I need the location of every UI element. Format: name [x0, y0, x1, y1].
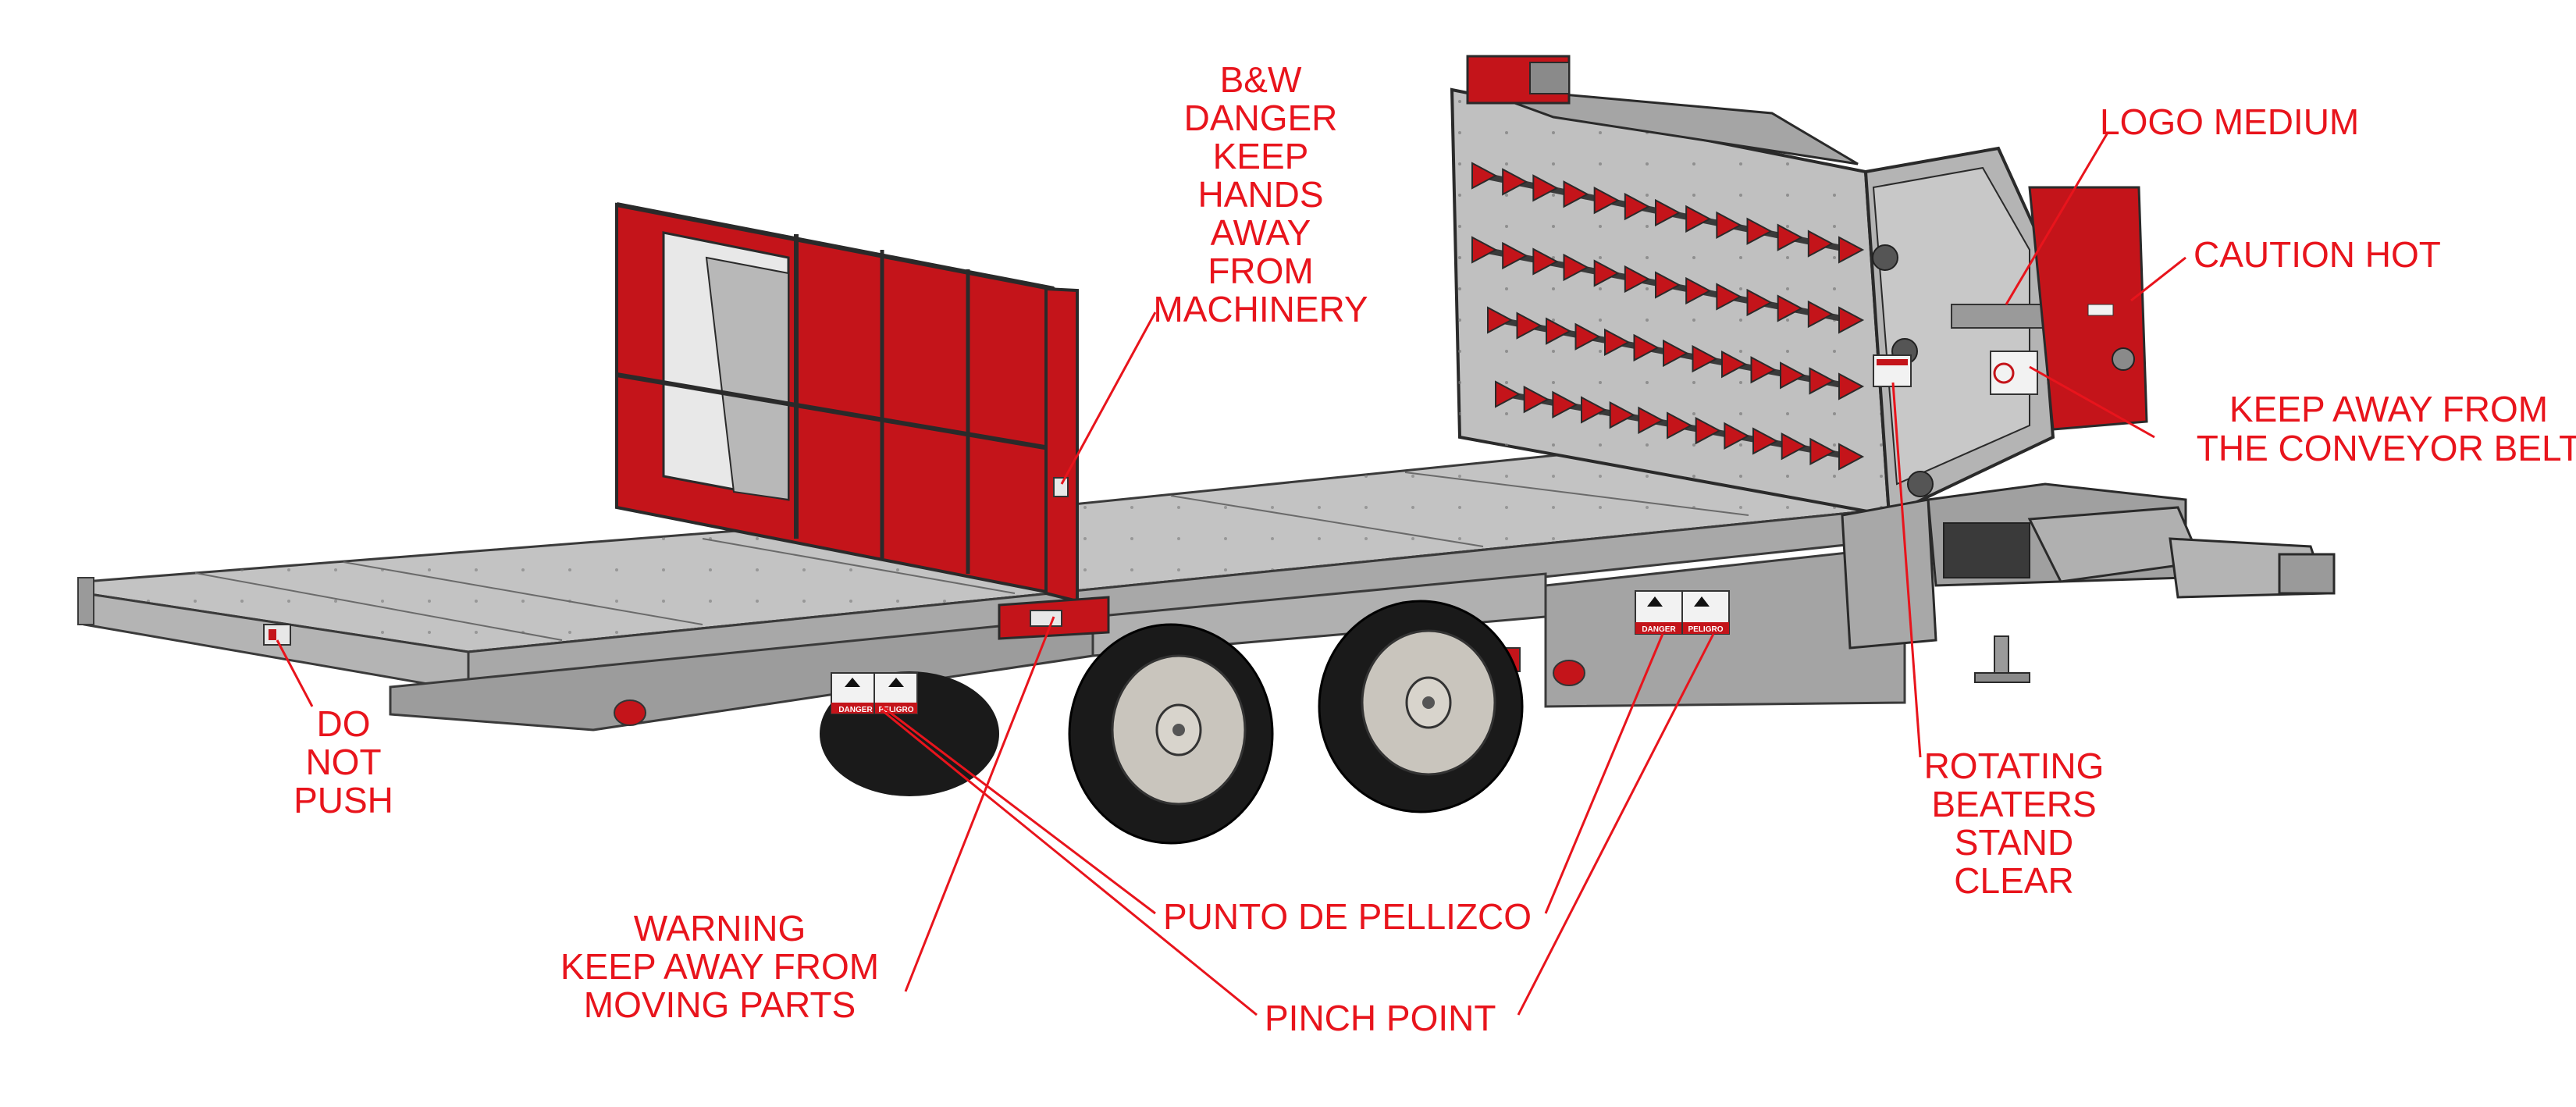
- beater-tooth: [1807, 300, 1834, 329]
- beater-tooth: [1780, 361, 1806, 390]
- beater-tooth: [1692, 344, 1718, 373]
- leader-lines: [276, 132, 2186, 1016]
- label-line: PINCH POINT: [1265, 998, 1496, 1038]
- beater-tooth: [1546, 317, 1572, 345]
- pinch-decal-right: DANGER PELIGRO: [1635, 590, 1730, 635]
- decal-danger-text: DANGER: [838, 706, 873, 714]
- beater-tooth: [1685, 205, 1712, 233]
- label-line: LOGO MEDIUM: [2100, 101, 2359, 142]
- label-caution-hot: CAUTION HOT: [2194, 234, 2441, 275]
- label-line: KEEP AWAY FROM: [560, 946, 879, 987]
- beater-tooth: [1604, 328, 1631, 357]
- beater-tooth: [1523, 385, 1550, 414]
- beater-tooth: [1495, 380, 1521, 408]
- beater-tooth: [1633, 333, 1660, 362]
- label-line: FROM: [1208, 251, 1313, 291]
- label-line: DANGER: [1184, 98, 1338, 138]
- label-line: B&W: [1220, 59, 1302, 100]
- beater-tooth: [1563, 180, 1589, 208]
- beater-tooth: [1502, 168, 1528, 196]
- beater-tooth: [1487, 306, 1514, 334]
- beater-tooth: [1807, 230, 1834, 258]
- label-line: STAND: [1955, 822, 2074, 863]
- label-line: THE CONVEYOR BELT: [2197, 428, 2576, 468]
- beater-tooth: [1750, 356, 1777, 384]
- label-line: MACHINERY: [1153, 289, 1368, 329]
- beater-tooth: [1667, 411, 1693, 440]
- beater-tooth: [1624, 265, 1650, 294]
- label-line: CAUTION HOT: [2194, 234, 2441, 275]
- label-line: ROTATING: [1924, 746, 2105, 786]
- beater-teeth: [1471, 162, 1865, 471]
- wheel-rear: [1318, 600, 1524, 813]
- beater-tooth: [1716, 211, 1742, 240]
- beater-tooth: [1663, 339, 1689, 368]
- beater-tooth: [1838, 372, 1865, 400]
- beater-tooth: [1516, 311, 1542, 340]
- beater-tooth: [1746, 217, 1773, 245]
- label-line: PUNTO DE PELLIZCO: [1163, 896, 1532, 937]
- label-line: HANDS: [1197, 174, 1323, 215]
- beater-tooth: [1777, 294, 1803, 322]
- beater-tooth: [1532, 174, 1559, 202]
- label-line: BEATERS: [1931, 784, 2096, 824]
- beater-tooth: [1638, 406, 1664, 434]
- beater-tooth: [1721, 350, 1748, 379]
- red-rack: [615, 202, 1110, 640]
- decal-peligro-text-2: PELIGRO: [1688, 625, 1723, 634]
- label-logo-medium: LOGO MEDIUM: [2100, 101, 2359, 142]
- beater-tooth: [1574, 322, 1601, 351]
- beater-tooth: [1752, 427, 1779, 455]
- beater-tooth: [1609, 401, 1635, 429]
- beater-tooth: [1746, 288, 1773, 317]
- label-line: AWAY: [1211, 212, 1311, 253]
- decal-danger-text-2: DANGER: [1642, 625, 1676, 634]
- beater-tooth: [1532, 247, 1559, 276]
- beater-tooth: [1471, 162, 1498, 190]
- beater-tooth: [1593, 259, 1620, 287]
- beater-tooth: [1716, 283, 1742, 311]
- label-line: PUSH: [294, 780, 393, 820]
- beater-tooth: [1624, 192, 1650, 221]
- beater-tooth: [1655, 271, 1681, 299]
- beater-tooth: [1563, 253, 1589, 282]
- wheel-front: [1068, 623, 1274, 845]
- beater-tooth: [1781, 432, 1807, 461]
- wheels: [820, 600, 1524, 845]
- decal-peligro-text: PELIGRO: [878, 706, 913, 714]
- beater-tooth: [1685, 276, 1712, 305]
- beater-tooth: [1593, 187, 1620, 215]
- beater-tooth: [1838, 306, 1865, 334]
- beater-tooth: [1809, 437, 1836, 465]
- label-line: KEEP: [1213, 136, 1309, 176]
- beater-tooth: [1838, 443, 1865, 471]
- beater-tooth: [1552, 390, 1578, 418]
- label-line: MOVING PARTS: [584, 984, 856, 1025]
- label-line: WARNING: [634, 908, 806, 949]
- beater-housing: [1450, 55, 2336, 683]
- beater-tooth: [1655, 198, 1681, 227]
- beater-tooth: [1695, 417, 1721, 445]
- label-punto-de-pellizco: PUNTO DE PELLIZCO: [1163, 896, 1532, 937]
- beater-tooth: [1809, 367, 1835, 395]
- beater-tooth: [1777, 223, 1803, 251]
- beater-tooth: [1838, 236, 1865, 264]
- label-line: DO: [317, 703, 371, 744]
- label-line: KEEP AWAY FROM: [2229, 389, 2548, 429]
- label-pinch-point: PINCH POINT: [1265, 998, 1496, 1038]
- label-line: NOT: [305, 742, 381, 782]
- beater-tooth: [1581, 396, 1607, 424]
- beater-tooth: [1471, 236, 1498, 264]
- beater-tooth: [1502, 241, 1528, 270]
- beater-tooth: [1724, 422, 1750, 450]
- pinch-decal-left: DANGER PELIGRO: [831, 672, 918, 714]
- label-line: CLEAR: [1954, 860, 2073, 901]
